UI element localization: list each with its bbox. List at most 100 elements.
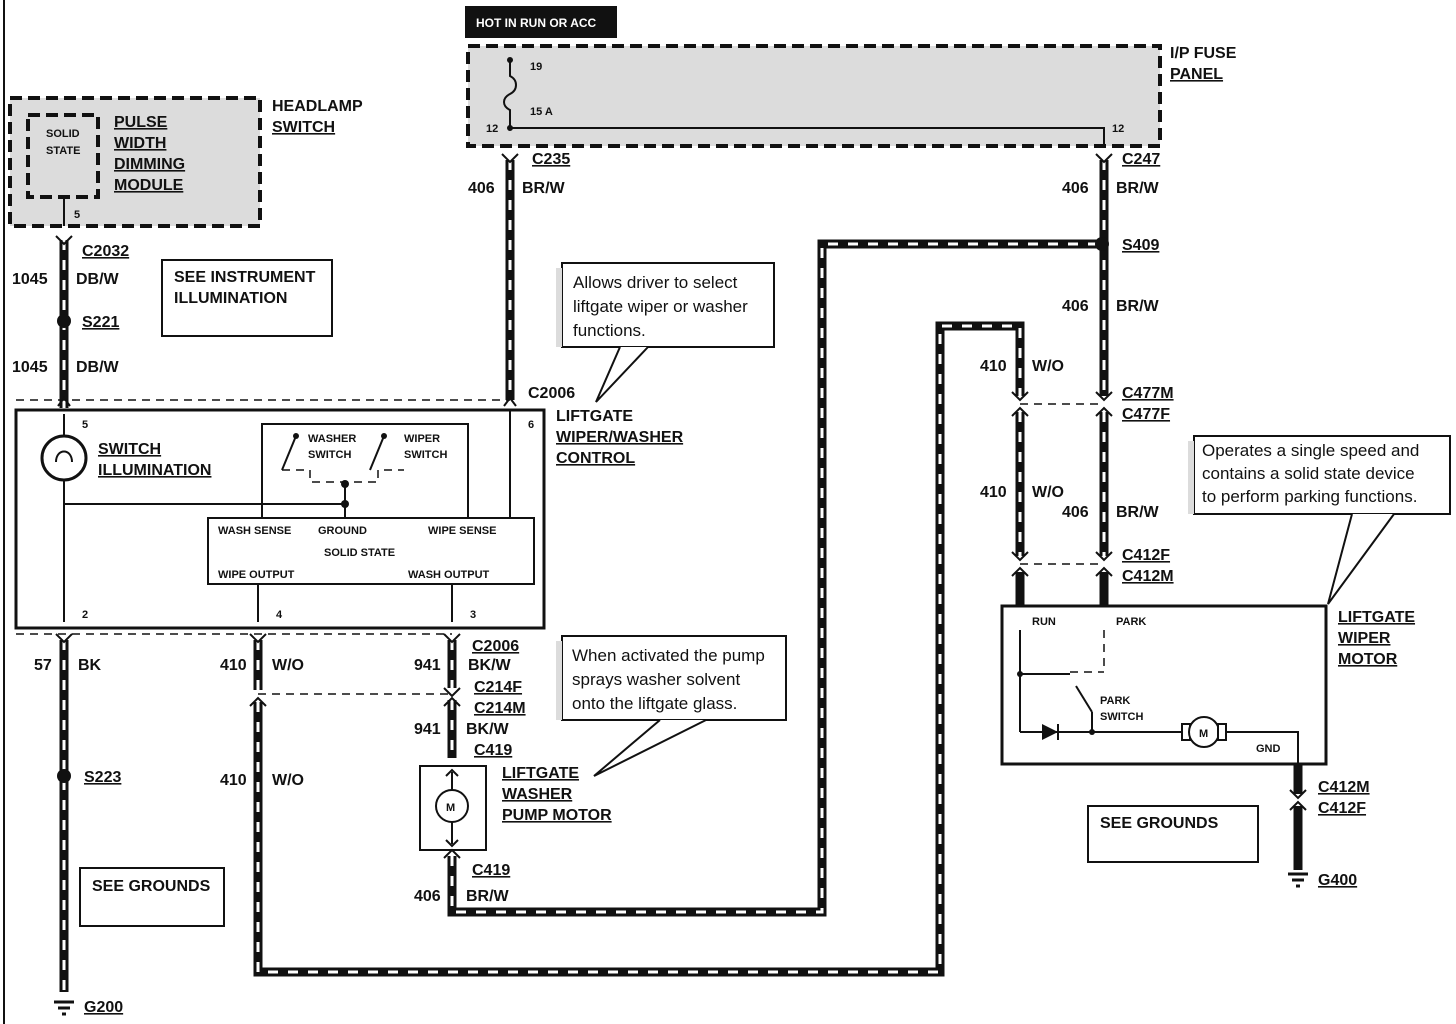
park-switch-icon bbox=[1075, 685, 1093, 713]
color-wo-a: W/O bbox=[272, 657, 304, 674]
see-instrument-2: ILLUMINATION bbox=[174, 290, 287, 307]
s221-splice bbox=[57, 314, 71, 328]
c214f-label: C214F bbox=[474, 679, 522, 696]
solid-state-1: SOLID bbox=[46, 128, 80, 140]
s409-color: BR/W bbox=[1116, 298, 1160, 315]
solid-state-block bbox=[207, 517, 535, 585]
s223-label: S223 bbox=[84, 769, 121, 786]
note-pump-box bbox=[561, 635, 787, 721]
wipe-sense: WIPE SENSE bbox=[428, 525, 496, 537]
pin-5: 5 bbox=[82, 419, 88, 431]
s223-splice bbox=[57, 769, 71, 783]
wiper-motor-box bbox=[1000, 604, 1328, 766]
circuit-941-a: 941 bbox=[414, 657, 441, 674]
fuse-rating: 15 A bbox=[530, 106, 553, 118]
c235-label: C235 bbox=[532, 151, 570, 168]
pwm-3: DIMMING bbox=[114, 156, 185, 173]
illumination-lamp-icon bbox=[40, 434, 88, 482]
fuse-pin-19: 19 bbox=[530, 61, 542, 73]
washer-switch-1: WASHER bbox=[308, 433, 356, 445]
c477-circuit-right-2: 406 bbox=[1062, 504, 1089, 521]
g400-label: G400 bbox=[1318, 872, 1357, 889]
washer-switch-icon bbox=[281, 435, 297, 471]
fuse-panel-fill bbox=[468, 46, 1160, 146]
control-name-1: LIFTGATE bbox=[556, 408, 633, 425]
c2032-label: C2032 bbox=[82, 243, 129, 260]
s221-label: S221 bbox=[82, 314, 119, 331]
circuit-1045-a: 1045 bbox=[12, 271, 48, 288]
headlamp-name-1: HEADLAMP bbox=[272, 98, 363, 115]
note-control-2: liftgate wiper or washer bbox=[573, 297, 748, 316]
c477-color-right-2: BR/W bbox=[1116, 504, 1160, 521]
headlamp-switch-outline bbox=[8, 96, 262, 228]
wiper-switch-1: WIPER bbox=[404, 433, 440, 445]
pump-name-3: PUMP MOTOR bbox=[502, 807, 612, 824]
pin-3: 3 bbox=[470, 609, 476, 621]
note-motor-1: Operates a single speed and bbox=[1202, 441, 1419, 460]
pin-6: 6 bbox=[528, 419, 534, 431]
c235-connector bbox=[501, 153, 519, 164]
color-wo-b: W/O bbox=[272, 772, 304, 789]
fuse-pin-dot bbox=[507, 57, 513, 63]
circuit-406-pump: 406 bbox=[414, 888, 441, 905]
g200-ground-icon bbox=[54, 1000, 74, 1016]
s409-label: S409 bbox=[1122, 237, 1159, 254]
color-bkw-b: BK/W bbox=[466, 721, 510, 738]
note-motor-2: contains a solid state device bbox=[1202, 464, 1415, 483]
washer-switch-2: SWITCH bbox=[308, 449, 351, 461]
fuse-panel-name-2: PANEL bbox=[1170, 66, 1223, 83]
c2006-bottom-label: C2006 bbox=[472, 638, 519, 655]
g400-ground-icon bbox=[1288, 872, 1308, 888]
note-pump-2: sprays washer solvent bbox=[572, 670, 740, 689]
c412f-label: C412F bbox=[1122, 547, 1170, 564]
pwm-2: WIDTH bbox=[114, 135, 166, 152]
g200-label: G200 bbox=[84, 999, 123, 1016]
color-bkw-a: BK/W bbox=[468, 657, 512, 674]
pin-4: 4 bbox=[276, 609, 283, 621]
control-name-2: WIPER/WASHER bbox=[556, 429, 684, 446]
fuse-pin-12-left: 12 bbox=[486, 123, 498, 135]
pump-motor-m: M bbox=[446, 802, 455, 814]
park-switch-2: SWITCH bbox=[1100, 711, 1143, 723]
fuse-pin-12-right: 12 bbox=[1112, 123, 1124, 135]
diode-icon bbox=[1042, 724, 1058, 740]
c2032-connector bbox=[55, 235, 73, 246]
circuit-941-b: 941 bbox=[414, 721, 441, 738]
wiper-switch-icon bbox=[369, 435, 385, 471]
motor-name-1: LIFTGATE bbox=[1338, 609, 1415, 626]
wash-sense: WASH SENSE bbox=[218, 525, 291, 537]
fuse-junction-dot bbox=[507, 125, 513, 131]
c247-label: C247 bbox=[1122, 151, 1160, 168]
circuit-410-a: 410 bbox=[220, 657, 247, 674]
motor-run: RUN bbox=[1032, 616, 1056, 628]
note-pump-3: onto the liftgate glass. bbox=[572, 694, 737, 713]
motor-park: PARK bbox=[1116, 616, 1146, 628]
c477-color-left-2: W/O bbox=[1032, 484, 1064, 501]
c477f-label: C477F bbox=[1122, 406, 1170, 423]
circuit-410-b: 410 bbox=[220, 772, 247, 789]
hot-label-box bbox=[465, 6, 617, 38]
pwm-1: PULSE bbox=[114, 114, 168, 131]
fuse-panel-name-1: I/P FUSE bbox=[1170, 45, 1237, 62]
c412m-label: C412M bbox=[1122, 568, 1174, 585]
see-grounds-right: SEE GROUNDS bbox=[1100, 815, 1219, 832]
s409-splice bbox=[1095, 237, 1109, 251]
motor-name-3: MOTOR bbox=[1338, 651, 1398, 668]
note-motor-3: to perform parking functions. bbox=[1202, 487, 1417, 506]
color-bk: BK bbox=[78, 657, 102, 674]
c477m-label: C477M bbox=[1122, 385, 1174, 402]
color-dbw-a: DB/W bbox=[76, 271, 120, 288]
c477-circuit-left: 410 bbox=[980, 358, 1007, 375]
see-instrument-1: SEE INSTRUMENT bbox=[174, 269, 316, 286]
solid-state-2: STATE bbox=[46, 145, 80, 157]
headlamp-switch-fill bbox=[10, 98, 260, 226]
c477-color-left: W/O bbox=[1032, 358, 1064, 375]
wiper-switch-2: SWITCH bbox=[404, 449, 447, 461]
pin-2: 2 bbox=[82, 609, 88, 621]
see-grounds-right-box bbox=[1087, 805, 1259, 863]
pump-name-2: WASHER bbox=[502, 786, 573, 803]
motor-name-2: WIPER bbox=[1338, 630, 1391, 647]
c235-color: BR/W bbox=[522, 180, 566, 197]
see-instrument-box bbox=[161, 259, 333, 337]
